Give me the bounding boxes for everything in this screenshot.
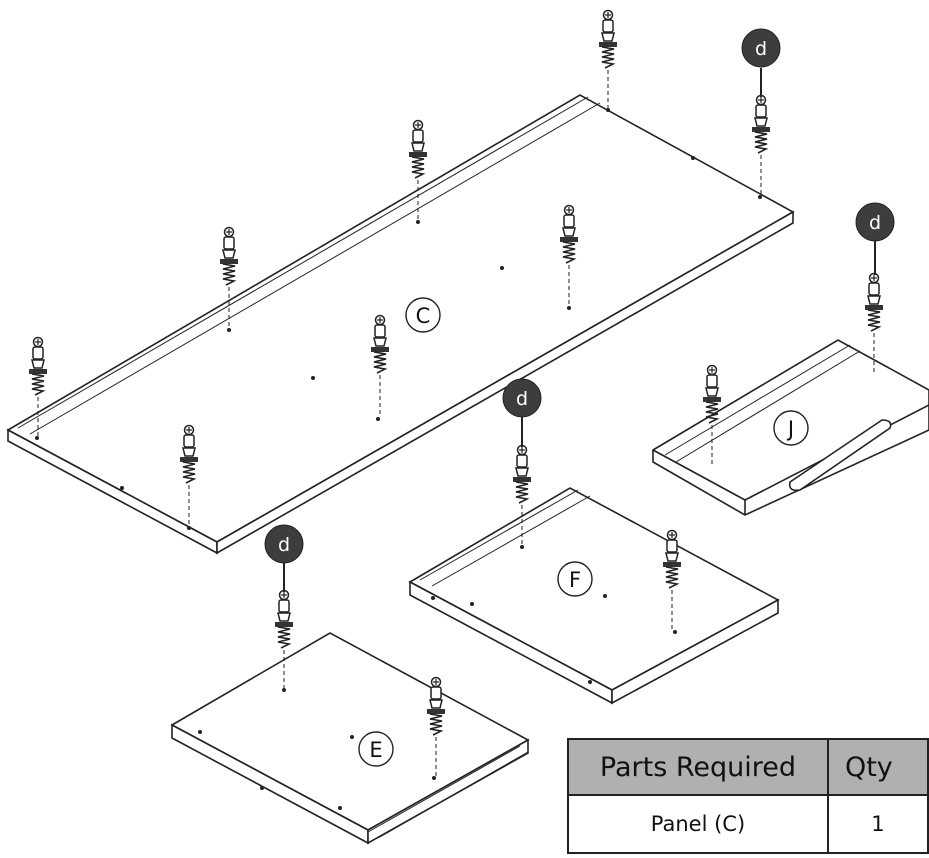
panel-f: [408, 487, 780, 705]
part-labels: C J F E: [358, 297, 809, 767]
callout-d: [502, 378, 542, 418]
svg-text:J: J: [786, 417, 794, 441]
svg-text:d: d: [516, 388, 528, 410]
callout-d: [264, 524, 304, 564]
panel-e: [170, 632, 530, 845]
part-name-cell: Panel (C): [567, 794, 829, 854]
qty-header: Qty: [826, 738, 929, 796]
part-label-f: [557, 561, 593, 597]
svg-text:d: d: [869, 212, 881, 234]
svg-text:E: E: [369, 738, 382, 762]
parts-required-header: Parts Required: [567, 738, 829, 796]
table-row: Panel (C) 1: [567, 794, 929, 854]
parts-table-header-row: Parts Required Qty: [567, 738, 929, 796]
panel-c: [6, 94, 795, 555]
svg-text:d: d: [278, 534, 290, 556]
svg-text:d: d: [755, 38, 767, 60]
cam-dowel: [751, 94, 771, 154]
panel-e-holes: [198, 688, 436, 810]
panel-c-holes: [35, 108, 762, 530]
callout-d: [855, 202, 895, 242]
parts-table: Parts Required Qty Panel (C) 1: [567, 738, 929, 854]
part-label-c: [405, 297, 441, 333]
cam-dowel: [219, 226, 239, 286]
cam-dowel: [274, 589, 294, 649]
callout-d: [741, 28, 781, 68]
cam-dowel: [598, 9, 618, 69]
panel-f-holes: [431, 545, 677, 684]
cam-dowel: [28, 336, 48, 396]
cam-dowel: [512, 444, 532, 504]
cam-dowel: [408, 119, 428, 179]
svg-text:F: F: [569, 568, 581, 592]
callouts: d d d d: [264, 28, 895, 592]
svg-text:C: C: [416, 304, 431, 328]
cam-dowel: [864, 272, 884, 332]
cam-dowels: [28, 9, 884, 776]
part-label-e: [358, 731, 394, 767]
qty-cell: 1: [826, 794, 929, 854]
part-label-j: [773, 410, 809, 446]
